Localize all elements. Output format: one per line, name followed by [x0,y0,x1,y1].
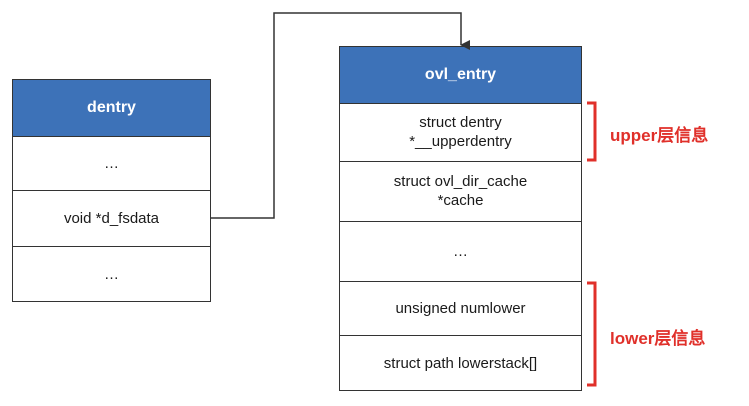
dentry-title: dentry [87,99,136,116]
ovl-row-lowerstack: struct path lowerstack[] [340,335,581,393]
pointer-arrow [211,12,470,219]
upper-bracket [587,101,597,162]
ovl-row-ellipsis: … [340,221,581,282]
ovl-entry-title: ovl_entry [424,66,497,83]
ovl-row-numlower: unsigned numlower [340,281,581,336]
upper-layer-label: upper层信息 [610,126,709,145]
lower-layer-label: lower层信息 [610,329,706,348]
dentry-row-ellipsis-2: … [13,246,210,304]
lower-bracket [587,281,597,387]
dentry-struct: dentry … void *d_fsdata … [12,79,211,302]
ovl-row-cache: struct ovl_dir_cache *cache [340,161,581,222]
dentry-header: dentry [13,80,210,136]
ovl-entry-header: ovl_entry [340,47,581,103]
ovl-row-upperdentry: struct dentry *__upperdentry [340,103,581,162]
dentry-row-ellipsis-1: … [13,136,210,191]
ovl-entry-struct: ovl_entry struct dentry *__upperdentry s… [339,46,582,391]
dentry-row-d-fsdata: void *d_fsdata [13,190,210,247]
